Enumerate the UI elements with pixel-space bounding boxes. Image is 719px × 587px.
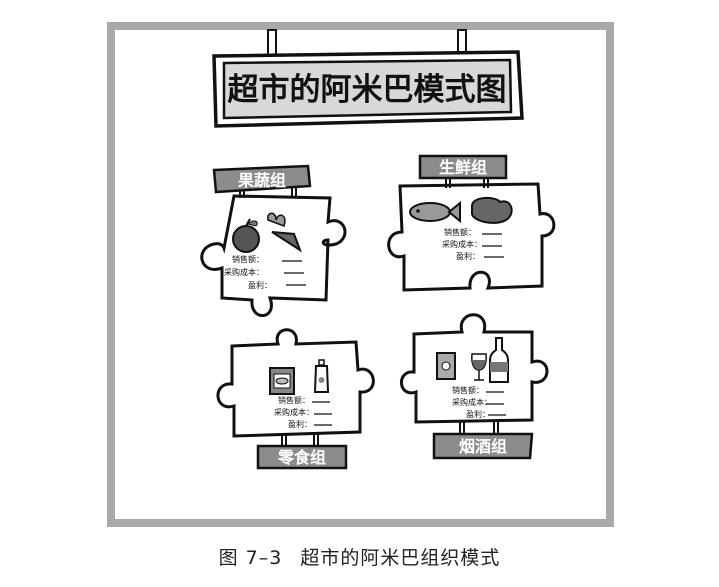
field-label-cost: 采购成本： xyxy=(274,407,314,417)
wine-bottle-icon xyxy=(489,337,509,383)
puzzle-piece xyxy=(387,182,556,292)
figure-caption: 图 7–3 超市的阿米巴组织模式 xyxy=(0,543,719,570)
field-label-sales: 销售额： xyxy=(278,395,310,405)
group-card-fresh: 生鲜组 销售额： 采购成本： 盈利： xyxy=(387,154,556,292)
field-label-cost: 采购成本： xyxy=(452,397,492,407)
field-label-profit: 盈利： xyxy=(456,251,480,261)
snack-box-icon xyxy=(269,367,295,395)
sign-hanger-left xyxy=(267,29,277,57)
field-label-sales: 销售额： xyxy=(232,254,264,264)
cigarette-pack-icon xyxy=(436,352,456,380)
sign-title: 超市的阿米巴模式图 xyxy=(228,72,507,108)
drink-bottle-icon xyxy=(313,359,330,393)
field-label-profit: 盈利： xyxy=(288,419,312,429)
field-label-sales: 销售额： xyxy=(444,227,476,237)
puzzle-piece xyxy=(216,328,375,438)
apple-icon xyxy=(232,218,260,253)
field-label-cost: 采购成本： xyxy=(442,239,482,249)
group-card-fruit-veg: 果蔬组 销售额： 采购成本： 盈利： xyxy=(200,164,347,317)
group-tag xyxy=(256,444,348,470)
group-tag xyxy=(432,432,534,460)
group-name: 烟酒组 xyxy=(459,437,507,456)
wine-glass-icon xyxy=(471,353,487,381)
group-tag xyxy=(212,164,312,194)
caption-text: 超市的阿米巴组织模式 xyxy=(300,547,501,569)
field-label-sales: 销售额： xyxy=(452,385,484,395)
group-name: 果蔬组 xyxy=(237,171,286,190)
group-card-snacks: 零食组 销售额： 采购成本： 盈利： xyxy=(216,328,375,470)
field-label-profit: 盈利： xyxy=(466,409,490,419)
field-label-profit: 盈利： xyxy=(248,280,272,290)
group-name: 零食组 xyxy=(277,448,326,467)
group-tag xyxy=(418,154,508,180)
field-label-cost: 采购成本： xyxy=(224,267,264,277)
carrot-icon xyxy=(267,212,302,253)
group-name: 生鲜组 xyxy=(439,158,487,177)
title-sign: 超市的阿米巴模式图 xyxy=(212,29,524,128)
group-card-tobacco-alcohol: 烟酒组 销售额： 采购成本： 盈利： xyxy=(400,313,549,460)
meat-icon xyxy=(471,196,513,224)
fish-icon xyxy=(409,200,461,224)
caption-number: 图 7–3 xyxy=(218,547,283,569)
puzzle-piece xyxy=(200,194,347,317)
